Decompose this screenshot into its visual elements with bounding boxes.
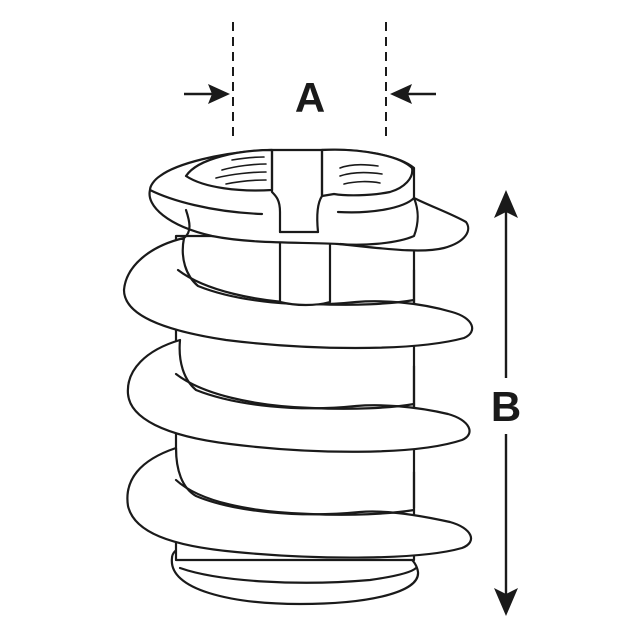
slot-left-wall — [270, 148, 282, 234]
cap-right-wall — [338, 196, 419, 246]
dimension-b-bottom-arrow-icon — [494, 434, 518, 616]
threaded-insert — [122, 148, 474, 606]
dimension-a-left-arrow-icon — [184, 84, 230, 104]
dimension-b-top-arrow-icon — [494, 190, 518, 378]
thread-2 — [122, 236, 474, 350]
cap-left-wall — [182, 208, 191, 240]
dimension-b: B — [491, 190, 521, 616]
thread-4 — [126, 446, 473, 559]
thread-3 — [126, 338, 471, 453]
dimension-a-label: A — [295, 74, 325, 121]
dimension-a: A — [184, 22, 436, 140]
slot-right-wall — [316, 148, 324, 234]
dimension-a-right-arrow-icon — [390, 84, 436, 104]
internal-thread-lines — [215, 156, 383, 185]
dimension-b-label: B — [491, 383, 521, 430]
cap-upper-edge — [148, 188, 264, 216]
cap-upper-edge-right — [336, 196, 416, 214]
insert-slot — [278, 230, 332, 307]
thread-4-root — [174, 478, 416, 516]
insert-bottom-ring-edge — [178, 566, 418, 584]
thread-3-root — [174, 372, 416, 410]
